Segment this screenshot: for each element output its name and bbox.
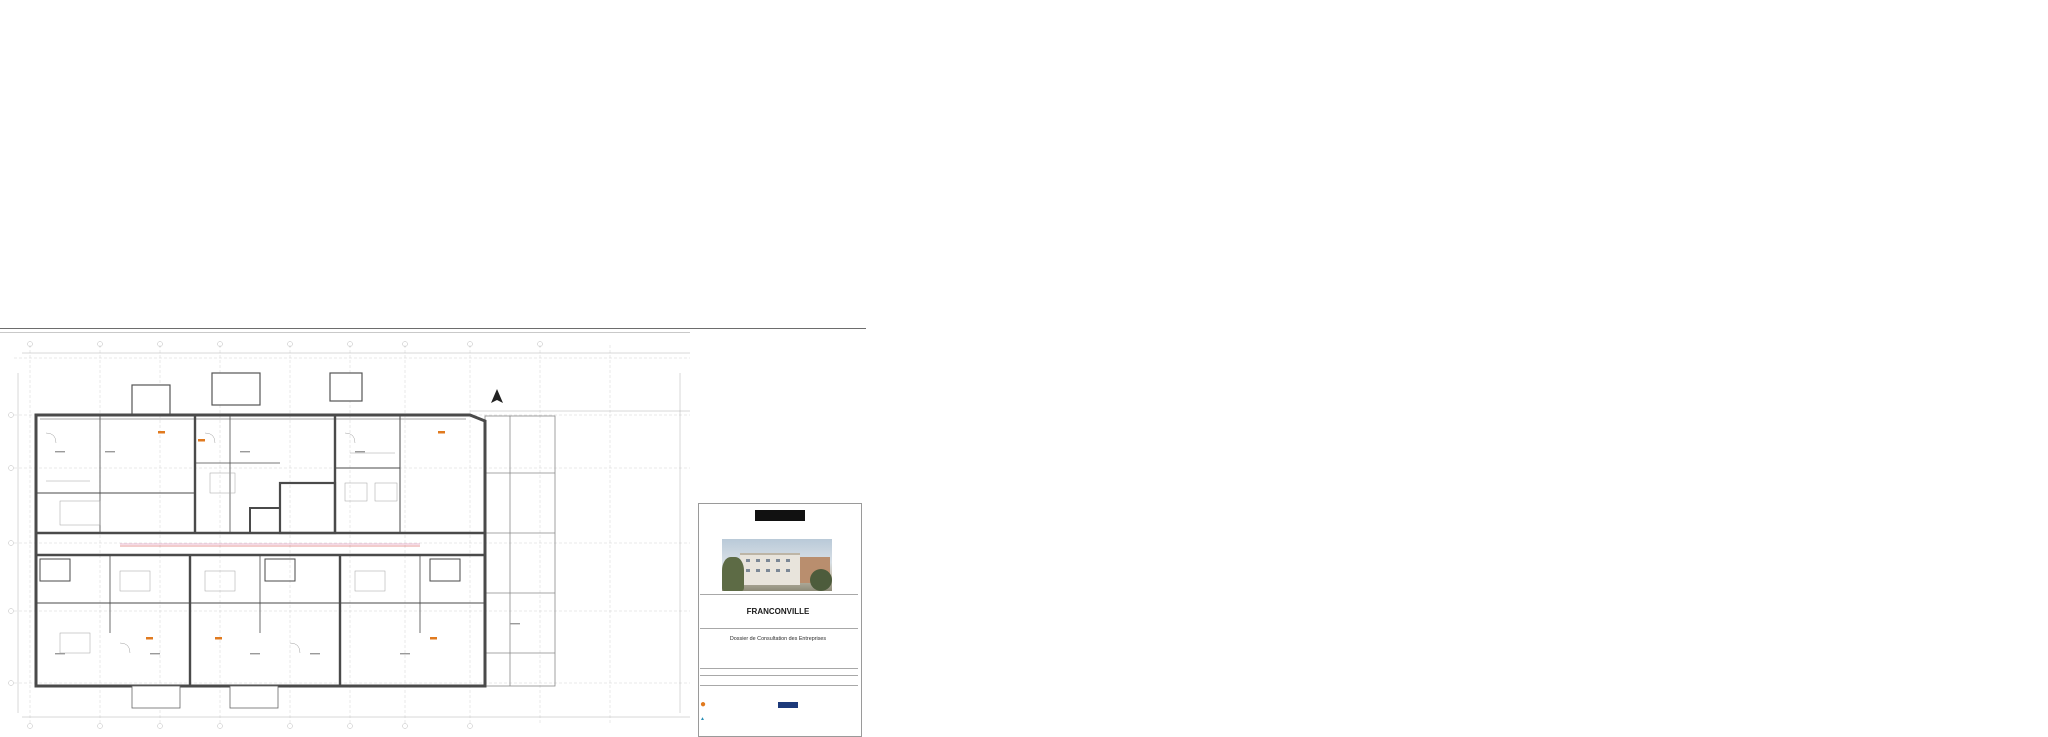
divider [700,628,858,629]
city-title: FRANCONVILLE [746,607,810,616]
cyan-logo-icon: ▲ [700,716,705,722]
orange-logo-icon: ● [700,699,707,710]
divider [700,675,858,676]
room-tags [55,431,520,655]
top-bays [131,372,363,416]
north-arrow-icon [491,389,503,403]
dimension-lines [17,352,690,718]
divider [700,668,858,669]
floor-plan [8,341,690,729]
divider [700,685,858,686]
project-rendering [722,539,832,591]
sheet-top-border [0,328,866,329]
circulation-lines [120,543,420,547]
divider [700,594,858,595]
terrace [484,415,556,687]
building-walls [34,413,487,688]
grid-bubbles [8,341,543,729]
title-block: FRANCONVILLE Dossier de Consultation des… [698,503,862,737]
grid-lines [14,345,690,725]
blue-logo-icon [778,702,798,708]
client-band [755,510,805,521]
sheet-inner-border [0,332,690,333]
interior-details [45,432,398,654]
bottom-bays [131,685,279,709]
document-title: Dossier de Consultation des Entreprises [729,636,827,642]
